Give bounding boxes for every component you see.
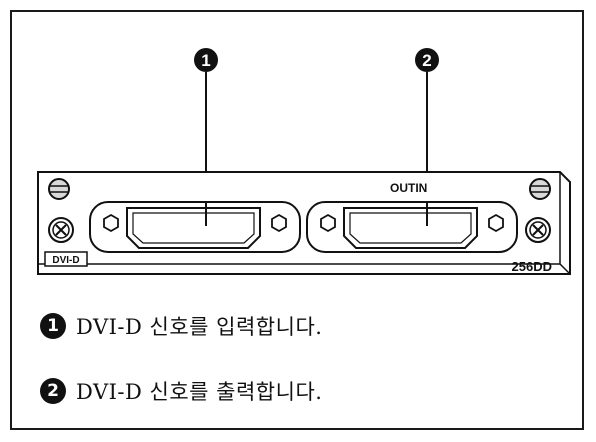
- left-captive-screw-icon: [48, 217, 74, 243]
- legend-item-input: 1 DVI-D 신호를 입력합니다.: [40, 309, 322, 343]
- dvi-d-badge: DVI-D: [44, 251, 88, 267]
- right-thumbscrew-icon: [529, 178, 551, 200]
- model-label: 256DD: [512, 259, 552, 274]
- outin-label: OUTIN: [390, 181, 427, 195]
- dvi-input-connector: [89, 201, 301, 253]
- callout-1: 1: [194, 48, 218, 72]
- right-captive-screw-icon: [525, 217, 551, 243]
- dvi-d-badge-text: DVI-D: [52, 255, 79, 266]
- callout-2: 2: [415, 48, 439, 72]
- figure-frame: 1 2: [10, 10, 584, 430]
- left-thumbscrew-icon: [48, 178, 70, 200]
- legend-item-output: 2 DVI-D 신호를 출력합니다.: [40, 374, 322, 408]
- legend-number-1: 1: [40, 313, 66, 339]
- legend-number-2: 2: [40, 378, 66, 404]
- dvi-output-connector: [306, 201, 518, 253]
- legend-text-input: DVI-D 신호를 입력합니다.: [76, 315, 323, 339]
- panel-diagram: 1 2: [37, 48, 571, 275]
- callout-1-number: 1: [201, 51, 210, 70]
- legend-text-output: DVI-D 신호를 출력합니다.: [76, 380, 323, 404]
- callout-2-number: 2: [422, 51, 431, 70]
